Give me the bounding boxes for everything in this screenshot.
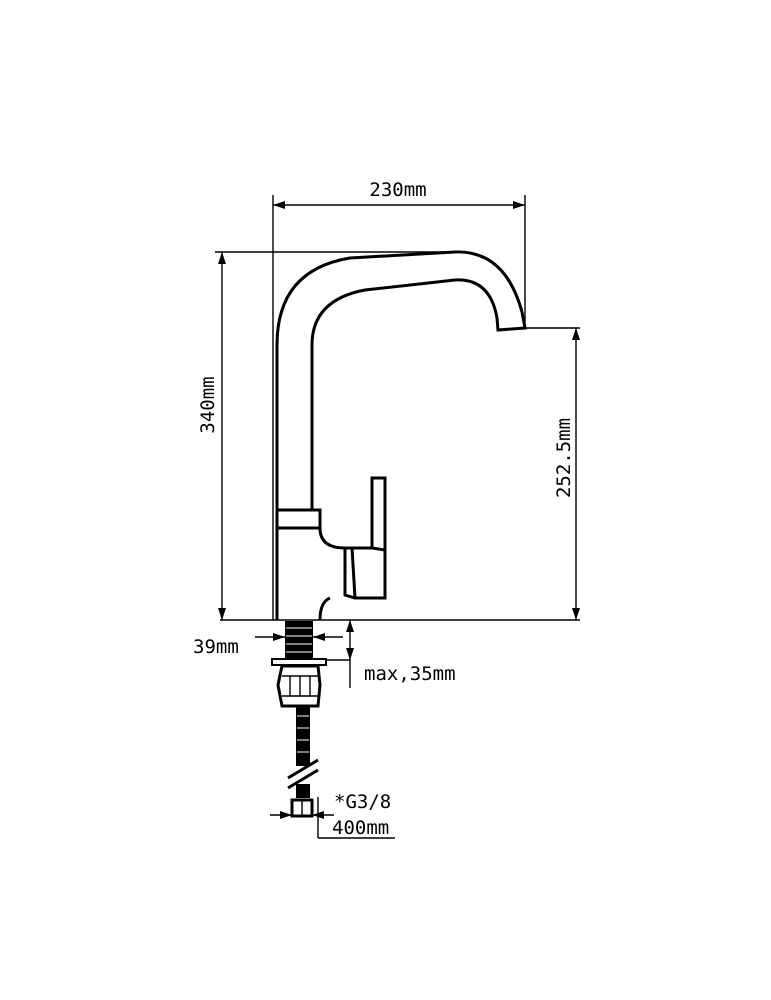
dimension-base-diameter: 39mm xyxy=(193,633,343,658)
hose-length-label: 400mm xyxy=(332,817,389,839)
max-thickness-label: max,35mm xyxy=(364,663,456,685)
dimension-max-thickness: max,35mm xyxy=(326,620,456,688)
faucet-outline xyxy=(275,250,527,621)
hose xyxy=(287,706,319,818)
thread-label: *G3/8 xyxy=(334,791,391,813)
dimension-width: 230mm xyxy=(272,179,526,620)
dimension-thread: *G3/8 xyxy=(270,791,391,819)
height-label: 340mm xyxy=(197,376,219,433)
dimension-height: 340mm xyxy=(197,251,460,620)
threaded-shank xyxy=(271,621,327,708)
dimension-spout-height: 252.5mm xyxy=(525,327,580,620)
base-diameter-label: 39mm xyxy=(193,636,239,658)
spout-height-label: 252.5mm xyxy=(553,418,575,498)
width-label: 230mm xyxy=(369,179,426,201)
dimension-hose-length: 400mm xyxy=(317,797,395,839)
